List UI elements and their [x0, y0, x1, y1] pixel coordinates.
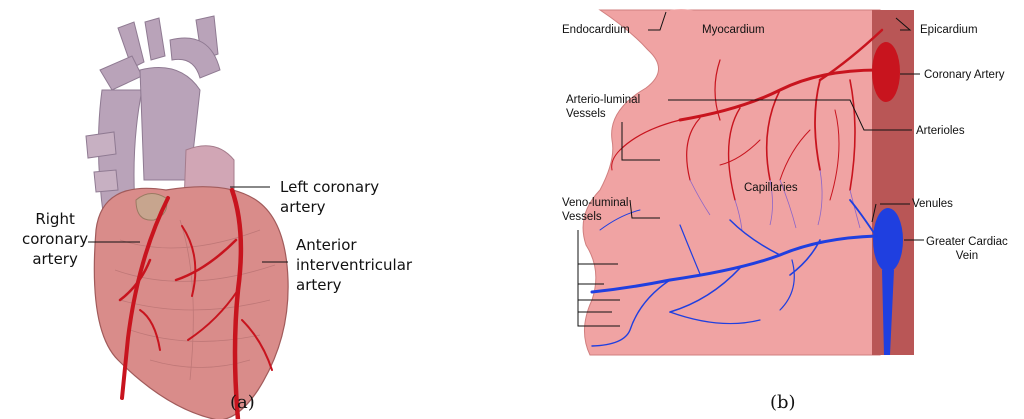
label-arterioles: Arterioles [916, 124, 965, 138]
coronary-artery-shape [872, 42, 900, 102]
label-veno-luminal-vessels: Veno-luminal Vessels [562, 196, 628, 224]
panel-a-heart-figure: Left coronary artery Right coronary arte… [0, 0, 520, 419]
label-coronary-artery: Coronary Artery [924, 68, 1005, 82]
caption-b: (b) [770, 392, 796, 413]
label-venules: Venules [912, 197, 953, 211]
caption-a: (a) [230, 392, 255, 413]
label-capillaries: Capillaries [744, 181, 798, 195]
label-left-coronary-artery: Left coronary artery [280, 177, 379, 217]
label-epicardium: Epicardium [920, 23, 978, 37]
label-arterio-luminal-vessels: Arterio-luminal Vessels [566, 93, 640, 121]
label-myocardium: Myocardium [702, 23, 765, 37]
label-greater-cardiac-vein: Greater Cardiac Vein [926, 235, 1008, 263]
label-endocardium: Endocardium [562, 23, 630, 37]
greater-cardiac-vein-shape [873, 208, 903, 272]
label-right-coronary-artery: Right coronary artery [22, 209, 88, 269]
panel-b-vasculature-figure: Endocardium Myocardium Epicardium Corona… [520, 0, 1024, 419]
label-anterior-interventricular-artery: Anterior interventricular artery [296, 235, 412, 295]
